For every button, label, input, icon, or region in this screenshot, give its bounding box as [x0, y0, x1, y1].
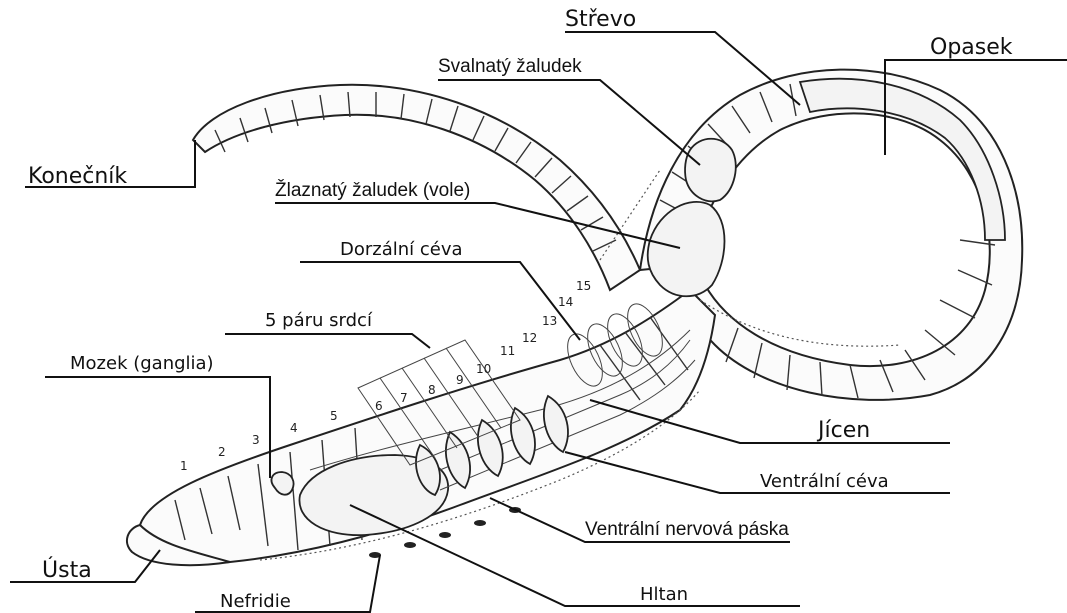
label-nefridie: Nefridie	[220, 591, 291, 612]
gizzard-organ	[685, 139, 736, 202]
label-konecnik: Konečník	[28, 164, 127, 189]
segment-number-10: 10	[476, 362, 491, 376]
label-mozek-ganglia: Mozek (ganglia)	[70, 353, 214, 374]
segment-number-6: 6	[375, 399, 383, 413]
segment-number-12: 12	[522, 331, 537, 345]
segment-number-4: 4	[290, 421, 298, 435]
segment-number-9: 9	[456, 373, 464, 387]
segment-number-2: 2	[218, 445, 226, 459]
segment-number-7: 7	[400, 391, 408, 405]
segment-number-3: 3	[252, 433, 260, 447]
label-strevo: Střevo	[565, 7, 636, 32]
clitellum-band	[800, 79, 1005, 240]
leader-mozek	[45, 377, 270, 478]
label-hltan: Hltan	[640, 584, 688, 605]
label-usta: Ústa	[42, 557, 92, 583]
label-ventralni-ceva: Ventrální céva	[760, 471, 889, 492]
segment-number-8: 8	[428, 383, 436, 397]
leader-ventralni-ceva	[565, 452, 950, 493]
segment-number-11: 11	[500, 344, 515, 358]
label-jicen: Jícen	[816, 418, 870, 443]
segment-number-5: 5	[330, 409, 338, 423]
segment-number-13: 13	[542, 314, 557, 328]
label-paru-srdci: 5 páru srdcí	[265, 310, 373, 331]
label-svalnaty-zaludek: Svalnatý žaludek	[438, 56, 582, 77]
label-zlaznaty-zaludek: Žlaznatý žaludek (vole)	[275, 179, 470, 201]
leader-srdce	[225, 334, 430, 348]
segment-number-1: 1	[180, 459, 188, 473]
label-opasek: Opasek	[930, 35, 1013, 60]
label-dorzalni-ceva: Dorzální céva	[340, 239, 463, 260]
label-ventralni-nervova-paska: Ventrální nervová páska	[585, 519, 789, 540]
segment-number-14: 14	[558, 295, 573, 309]
segment-number-15: 15	[576, 279, 591, 293]
